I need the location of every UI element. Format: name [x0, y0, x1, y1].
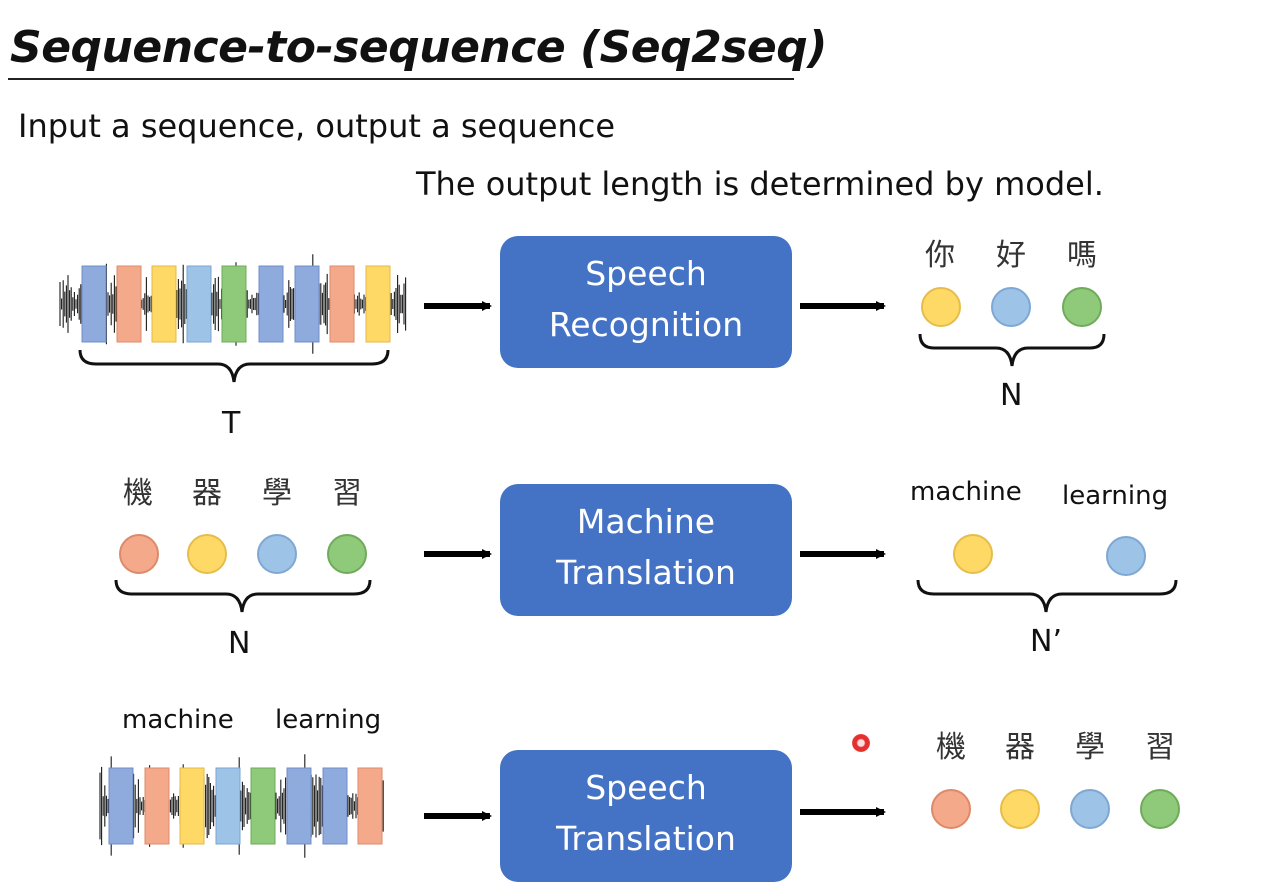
laser-pointer-icon	[852, 734, 870, 752]
output-char: 你	[925, 238, 955, 273]
output-word: machine	[910, 477, 1022, 507]
output-length-note: The output length is determined by model…	[416, 165, 1104, 203]
output-token	[1000, 789, 1040, 829]
output-token	[953, 534, 993, 574]
input-token	[187, 534, 227, 574]
output-char: 學	[1075, 730, 1105, 765]
speech-translation-box: Speech Translation	[500, 750, 792, 882]
output-token	[1070, 789, 1110, 829]
model-name-line2: Translation	[556, 553, 736, 592]
input-char: 習	[332, 476, 362, 511]
input-word: learning	[275, 705, 382, 735]
model-name-line2: Recognition	[548, 305, 744, 344]
output-token	[921, 287, 961, 327]
model-name-line2: Translation	[556, 819, 736, 858]
speech-recognition-box: Speech Recognition	[500, 236, 792, 368]
input-word: machine	[122, 705, 234, 735]
output-length-label: N’	[1030, 624, 1062, 659]
audio-frames-row3	[108, 767, 383, 845]
curly-brace-icon	[78, 349, 390, 383]
model-name-line1: Speech	[585, 254, 707, 293]
input-length-label: N	[228, 626, 251, 661]
curly-brace-icon	[114, 579, 372, 613]
curly-brace-icon	[918, 333, 1106, 367]
input-char: 機	[123, 476, 153, 511]
output-char: 嗎	[1067, 238, 1097, 273]
input-char: 器	[192, 476, 222, 511]
model-name-line1: Machine	[576, 502, 716, 541]
output-token	[991, 287, 1031, 327]
output-token	[931, 789, 971, 829]
output-char: 機	[936, 730, 966, 765]
input-char: 學	[262, 476, 292, 511]
output-char: 好	[996, 238, 1026, 273]
input-token	[327, 534, 367, 574]
output-word: learning	[1062, 481, 1169, 511]
page-title: Sequence-to-sequence (Seq2seq)	[10, 22, 827, 73]
output-length-label: N	[1000, 378, 1023, 413]
machine-translation-box: Machine Translation	[500, 484, 792, 616]
title-underline	[8, 78, 794, 80]
model-name-line1: Speech	[585, 768, 707, 807]
output-token	[1140, 789, 1180, 829]
output-char: 習	[1145, 730, 1175, 765]
input-token	[119, 534, 159, 574]
curly-brace-icon	[916, 579, 1178, 613]
subtitle: Input a sequence, output a sequence	[18, 107, 616, 145]
audio-frames-row1	[81, 265, 391, 343]
output-token	[1106, 536, 1146, 576]
input-token	[257, 534, 297, 574]
input-length-label: T	[222, 406, 241, 441]
output-token	[1062, 287, 1102, 327]
output-char: 器	[1005, 730, 1035, 765]
